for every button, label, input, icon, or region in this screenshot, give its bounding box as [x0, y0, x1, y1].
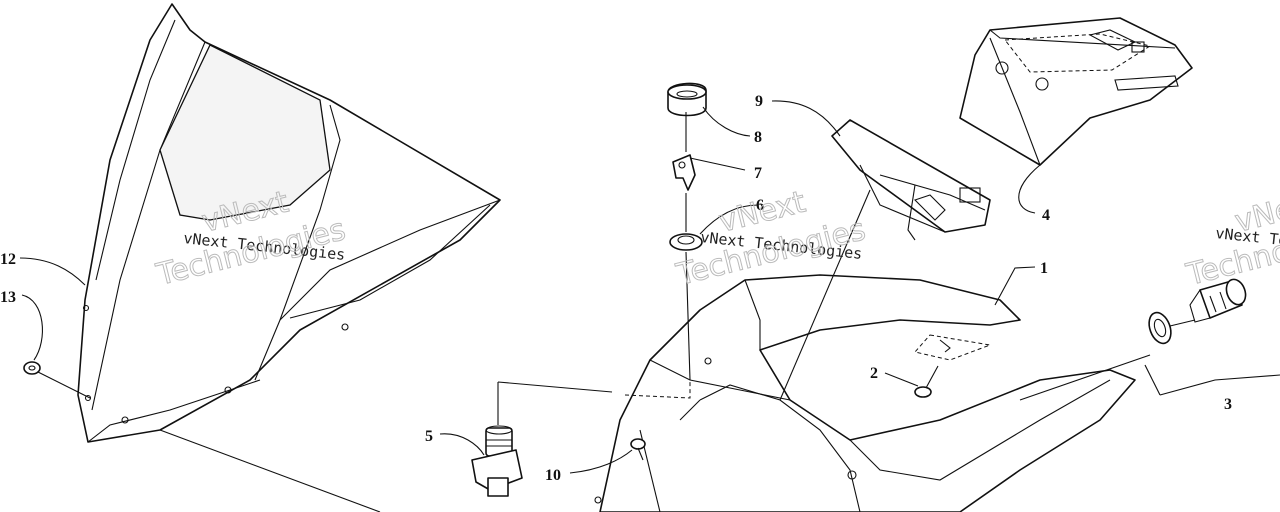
console-cover — [959, 17, 1193, 166]
rivet — [914, 365, 939, 398]
callout-6: 6 — [756, 197, 764, 214]
switch — [471, 425, 523, 497]
callout-2: 2 — [870, 365, 878, 382]
callout-13: 13 — [0, 289, 16, 306]
callout-4: 4 — [1042, 207, 1050, 224]
key — [672, 154, 696, 191]
key-cap — [667, 82, 707, 117]
module — [831, 119, 991, 233]
callout-7: 7 — [754, 165, 762, 182]
callout-numbers: 1 2 3 4 5 6 7 8 9 10 12 13 — [0, 93, 1232, 484]
fastener-nut — [23, 361, 41, 375]
callout-8: 8 — [754, 129, 762, 146]
callout-10: 10 — [545, 467, 561, 484]
power-outlet — [1148, 278, 1247, 345]
callout-12: 12 — [0, 251, 16, 268]
screw — [630, 438, 646, 461]
callout-3: 3 — [1224, 396, 1232, 413]
hood — [594, 274, 1136, 512]
callout-1: 1 — [1040, 260, 1048, 277]
callout-5: 5 — [425, 428, 433, 445]
nut — [669, 233, 703, 251]
callout-9: 9 — [755, 93, 763, 110]
watermark-word-3a: vNext — [1231, 185, 1280, 240]
leader-lines — [19, 100, 1280, 474]
windshield — [77, 3, 501, 512]
